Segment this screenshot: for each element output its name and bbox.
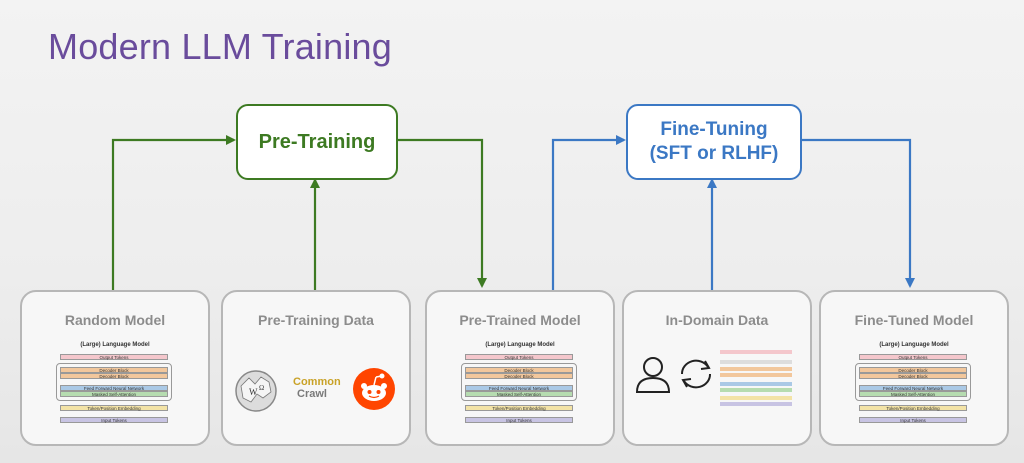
mini-decoder: Decoder Block <box>60 367 168 373</box>
card-label: Pre-Trained Model <box>459 312 581 328</box>
commoncrawl-text: Crawl <box>297 388 327 400</box>
mini-attention: Masked Self-Attention <box>60 391 168 397</box>
card-label: In-Domain Data <box>665 312 769 328</box>
finetuning-sublabel: (SFT or RLHF) <box>649 143 779 164</box>
svg-text:Ω: Ω <box>259 384 264 392</box>
mini-data-row <box>720 373 792 377</box>
mini-frame <box>56 363 172 401</box>
reddit-icon <box>353 368 395 410</box>
mini-attention: Masked Self-Attention <box>859 391 967 397</box>
mini-data-row <box>720 350 792 354</box>
mini-data-row <box>720 396 792 400</box>
pretraining-stage: Pre-Training <box>236 104 398 180</box>
card-label: Fine-Tuned Model <box>854 312 974 328</box>
in-domain-data-card: In-Domain Data <box>622 290 812 446</box>
mini-attention: Masked Self-Attention <box>465 391 573 397</box>
mini-frame <box>855 363 971 401</box>
mini-embedding: Token/Position Embedding <box>465 405 573 411</box>
arrow-finetuning-to-finetuned <box>800 138 915 288</box>
svg-text:W: W <box>249 387 258 397</box>
wikipedia-icon: W Ω <box>235 370 277 412</box>
mini-frame <box>461 363 577 401</box>
finetuning-stage: Fine-Tuning (SFT or RLHF) <box>626 104 802 180</box>
mini-output: Output Tokens <box>465 354 573 360</box>
mini-transformer-diagram: (Large) Language Model Output Tokens Dec… <box>459 342 581 432</box>
mini-data-row <box>720 388 792 392</box>
mini-data-row <box>720 402 792 406</box>
mini-decoder: Decoder Block <box>60 373 168 379</box>
mini-ffn: Feed Forward Neural Network <box>859 385 967 391</box>
finetuning-label: Fine-Tuning <box>660 119 768 140</box>
card-label: Random Model <box>64 312 166 328</box>
mini-ffn: Feed Forward Neural Network <box>465 385 573 391</box>
mini-output: Output Tokens <box>60 354 168 360</box>
person-icon <box>635 357 671 393</box>
mini-output: Output Tokens <box>859 354 967 360</box>
mini-embedding: Token/Position Embedding <box>60 405 168 411</box>
mini-input: Input Tokens <box>60 417 168 423</box>
mini-transformer-diagram: (Large) Language Model Output Tokens Dec… <box>853 342 975 432</box>
mini-transformer-diagram: (Large) Language Model Output Tokens Dec… <box>54 342 176 432</box>
mini-input: Input Tokens <box>859 417 967 423</box>
mini-data-row <box>720 382 792 386</box>
mini-header: (Large) Language Model <box>879 342 949 348</box>
random-model-card: Random Model (Large) Language Model Outp… <box>20 290 210 446</box>
mini-decoder: Decoder Block <box>859 367 967 373</box>
card-label: Pre-Training Data <box>258 312 374 328</box>
mini-input: Input Tokens <box>465 417 573 423</box>
arrow-pretrained-to-finetuning <box>551 135 626 290</box>
mini-header: (Large) Language Model <box>80 342 150 348</box>
cycle-arrows-icon <box>680 359 712 389</box>
mini-decoder: Decoder Block <box>859 373 967 379</box>
mini-dataset-diagram <box>720 350 792 406</box>
mini-header: (Large) Language Model <box>485 342 555 348</box>
mini-data-row <box>720 367 792 371</box>
mini-data-row <box>720 360 792 364</box>
mini-decoder: Decoder Block <box>465 367 573 373</box>
pretraining-data-card: Pre-Training Data W Ω Common Crawl <box>221 290 411 446</box>
mini-decoder: Decoder Block <box>465 373 573 379</box>
mini-embedding: Token/Position Embedding <box>859 405 967 411</box>
finetuned-model-card: Fine-Tuned Model (Large) Language Model … <box>819 290 1009 446</box>
pretraining-label: Pre-Training <box>258 130 376 153</box>
arrow-pretraining-to-pretrained <box>396 138 487 288</box>
slide-title: Modern LLM Training <box>48 26 392 67</box>
commoncrawl-text: Common <box>293 376 341 388</box>
mini-ffn: Feed Forward Neural Network <box>60 385 168 391</box>
pretrained-model-card: Pre-Trained Model (Large) Language Model… <box>425 290 615 446</box>
commoncrawl-logo: Common Crawl <box>293 376 341 400</box>
arrow-random-to-pretraining <box>111 135 236 290</box>
